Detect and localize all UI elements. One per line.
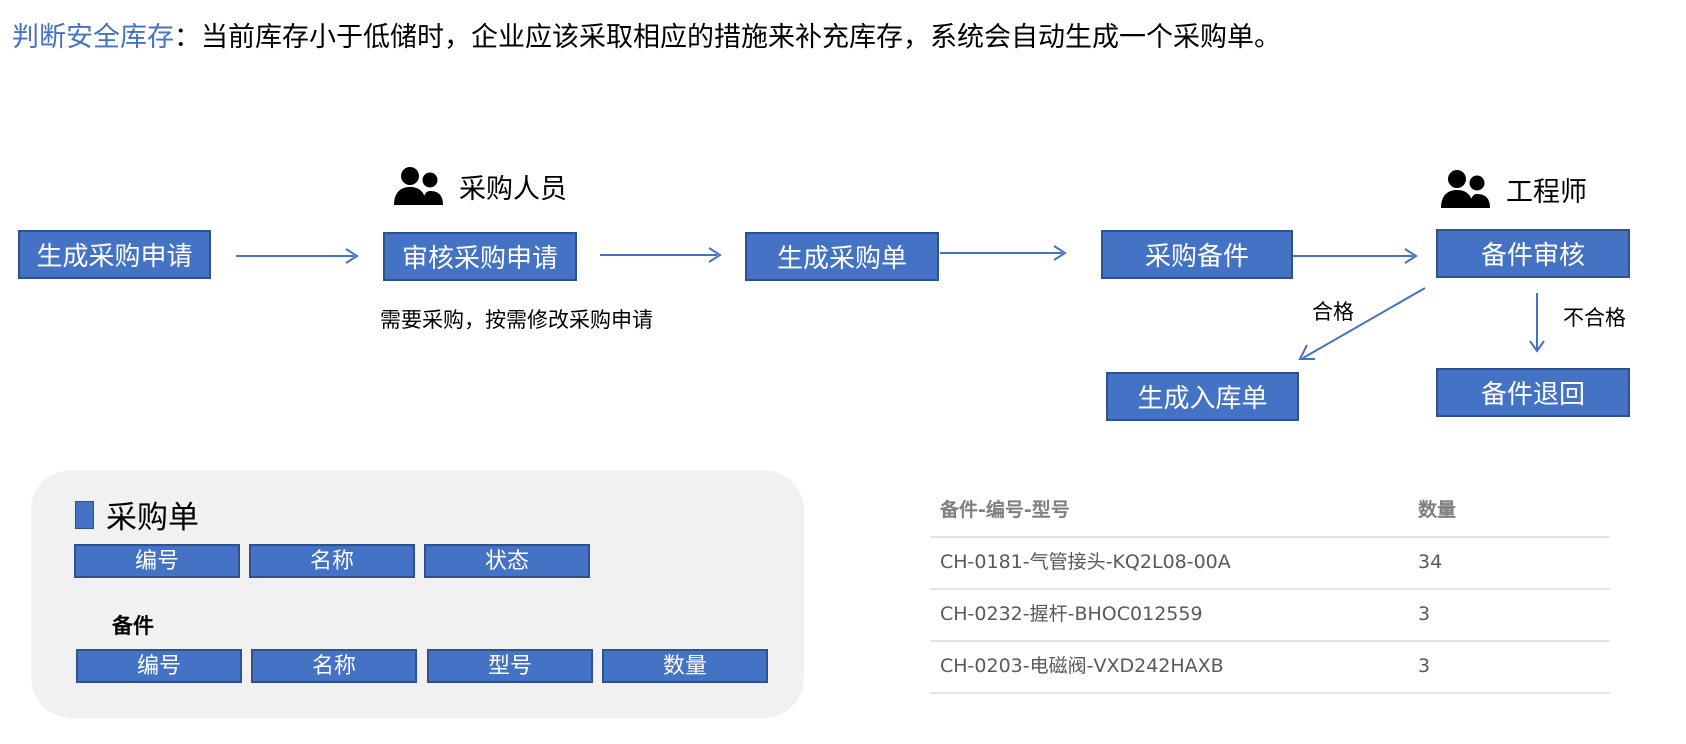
arrow-pass (1302, 287, 1426, 359)
page-heading: 判断安全库存：当前库存小于低储时，企业应该采取相应的措施来补充库存，系统会自动生… (12, 14, 1281, 62)
flow-box-generate-request: 生成采购申请 (18, 230, 211, 279)
flow-box-purchase-parts: 采购备件 (1101, 230, 1293, 279)
arrow-review-to-order-head (708, 247, 722, 263)
review-note: 需要采购，按需修改采购申请 (380, 308, 653, 332)
role-engineer-label: 工程师 (1506, 176, 1587, 208)
cell-part: CH-0181-气管接头-KQ2L08-00A (940, 551, 1231, 573)
card-title-label: 采购单 (106, 500, 199, 536)
arrow-order-to-purchase-head (1053, 245, 1067, 261)
header-quantity: 数量 (1418, 499, 1457, 521)
cell-quantity: 34 (1418, 551, 1443, 573)
pass-label: 合格 (1312, 300, 1354, 324)
table-row: CH-0203-电磁阀-VXD242HAXB 3 (930, 642, 1610, 694)
cell-part: CH-0232-握杆-BHOC012559 (940, 603, 1203, 625)
cell-quantity: 3 (1418, 603, 1431, 625)
title-marker (75, 500, 94, 529)
arrow-purchase-to-review-head (1404, 248, 1418, 264)
flow-box-generate-order: 生成采购单 (745, 232, 939, 281)
flow-box-parts-return: 备件退回 (1436, 368, 1630, 417)
role-purchaser-label: 采购人员 (459, 173, 567, 205)
arrow-request-to-review-head (345, 248, 359, 264)
flow-box-generate-inbound: 生成入库单 (1106, 372, 1299, 421)
parts-field: 型号 (427, 649, 593, 683)
heading-lead: 判断安全库存 (12, 22, 174, 53)
arrow-pass-head (1298, 344, 1315, 360)
parts-field: 编号 (76, 649, 242, 683)
order-field: 状态 (424, 544, 590, 578)
cell-quantity: 3 (1418, 655, 1431, 677)
people-icon (1441, 170, 1490, 208)
purchase-order-card: 采购单 编号 名称 状态 备件 编号 名称 型号 数量 (31, 470, 804, 718)
flow-box-review-request: 审核采购申请 (383, 232, 577, 281)
fail-label: 不合格 (1563, 306, 1626, 330)
parts-field: 数量 (602, 649, 768, 683)
role-purchaser: 采购人员 (393, 165, 567, 207)
order-field: 名称 (249, 544, 415, 578)
table-row: CH-0181-气管接头-KQ2L08-00A 34 (930, 538, 1610, 590)
parts-field: 名称 (251, 649, 417, 683)
order-field: 编号 (74, 544, 240, 578)
card-title: 采购单 (75, 492, 199, 537)
header-part: 备件-编号-型号 (940, 499, 1070, 521)
table-header-row: 备件-编号-型号 数量 (930, 486, 1610, 538)
parts-table: 备件-编号-型号 数量 CH-0181-气管接头-KQ2L08-00A 34 C… (930, 486, 1610, 694)
parts-heading: 备件 (112, 614, 154, 638)
role-engineer: 工程师 (1440, 168, 1587, 210)
heading-description: ：当前库存小于低储时，企业应该采取相应的措施来补充库存，系统会自动生成一个采购单… (174, 22, 1281, 53)
cell-part: CH-0203-电磁阀-VXD242HAXB (940, 655, 1224, 677)
people-icon (394, 167, 443, 205)
flow-box-parts-review: 备件审核 (1436, 229, 1630, 278)
arrow-fail-head (1529, 340, 1545, 353)
table-row: CH-0232-握杆-BHOC012559 3 (930, 590, 1610, 642)
